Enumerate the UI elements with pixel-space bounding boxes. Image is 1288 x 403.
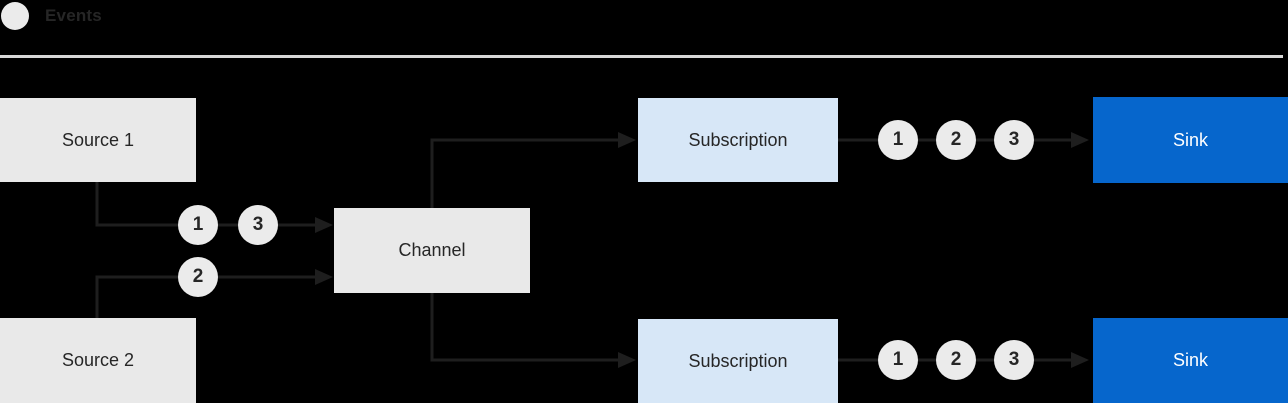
source1-node: Source 1 <box>0 98 196 182</box>
wire-channel-to-subscription-bottom <box>430 293 621 362</box>
source1-label: Source 1 <box>61 129 135 150</box>
arrowhead-source1-to-channel <box>315 217 333 233</box>
source2-label: Source 2 <box>61 350 135 370</box>
event-circle-2: 2 <box>936 340 976 380</box>
subscription-bottom-node: Subscription <box>638 319 838 403</box>
sink-top-label: Sink <box>1172 129 1208 150</box>
channel-label: Channel <box>398 240 466 260</box>
legend-label: Events <box>45 6 102 25</box>
sink-bottom-node: Sink <box>1093 318 1288 403</box>
wire-channel-to-subscription-top <box>430 138 621 208</box>
channel-node: Channel <box>334 208 530 293</box>
event-circle-3: 3 <box>994 340 1034 380</box>
source2-node: Source 2 <box>0 318 196 403</box>
sink-top-node: Sink <box>1093 97 1288 183</box>
arrowhead-channel-to-subscription-bottom <box>618 352 636 368</box>
event-circle-3: 3 <box>238 205 278 245</box>
subscription-top-node: Subscription <box>638 98 838 182</box>
legend: Events <box>1 2 102 30</box>
sink-bottom-label: Sink <box>1172 350 1208 370</box>
arrowhead-channel-to-subscription-top <box>618 132 636 148</box>
arrowhead-subscription-top-to-sink <box>1071 132 1089 148</box>
event-circle-2: 2 <box>178 257 218 297</box>
subscription-top-label: Subscription <box>688 129 788 150</box>
event-circle-2: 2 <box>936 120 976 160</box>
subscription-bottom-label: Subscription <box>688 350 788 371</box>
arrowhead-subscription-bottom-to-sink <box>1071 352 1089 368</box>
wire-source2-to-channel <box>95 275 318 318</box>
event-circle-1: 1 <box>878 120 918 160</box>
event-circle-1: 1 <box>178 205 218 245</box>
event-circle-icon <box>1 2 29 30</box>
divider <box>0 55 1283 58</box>
event-circle-3: 3 <box>994 120 1034 160</box>
arrowhead-source2-to-channel <box>315 269 333 285</box>
event-circle-1: 1 <box>878 340 918 380</box>
